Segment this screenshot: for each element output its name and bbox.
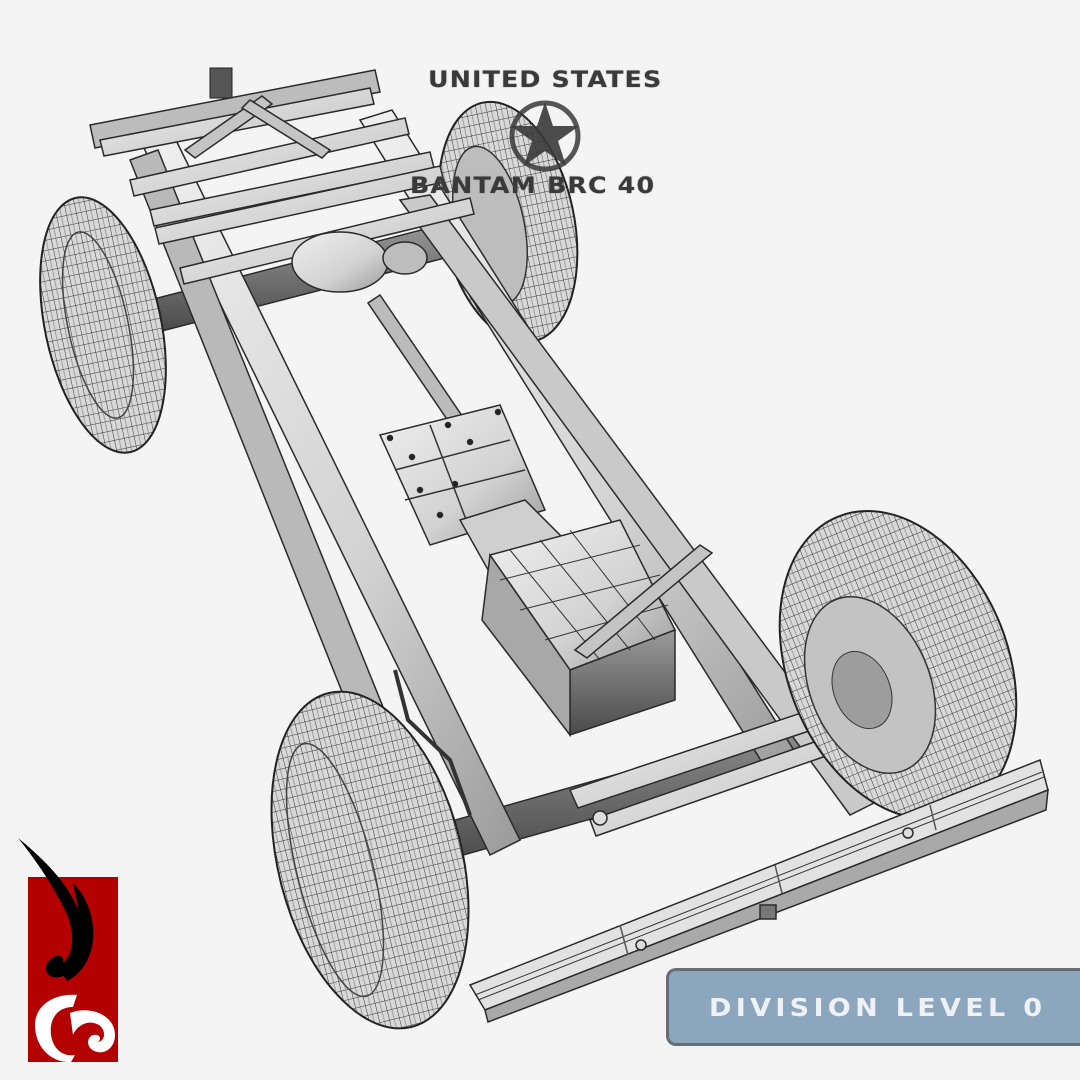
wheel-front-right bbox=[778, 510, 1018, 820]
wheel-rear-left bbox=[39, 196, 167, 454]
front-bumper bbox=[468, 758, 1049, 1024]
rear-crossmembers bbox=[89, 69, 475, 285]
division-level-badge: DIVISION LEVEL 0 bbox=[666, 968, 1080, 1046]
frame-rails bbox=[129, 109, 882, 927]
steering-linkage bbox=[393, 669, 472, 816]
tow-hitch bbox=[209, 67, 233, 99]
engine-block bbox=[458, 499, 677, 738]
front-crossmembers bbox=[568, 544, 828, 837]
division-level-text: DIVISION LEVEL 0 bbox=[709, 992, 1047, 1022]
flame-wave-logo-icon bbox=[18, 838, 118, 1063]
wheel-front-left bbox=[270, 690, 470, 1030]
rear-differential bbox=[291, 231, 428, 293]
studio-logo bbox=[15, 835, 125, 1065]
